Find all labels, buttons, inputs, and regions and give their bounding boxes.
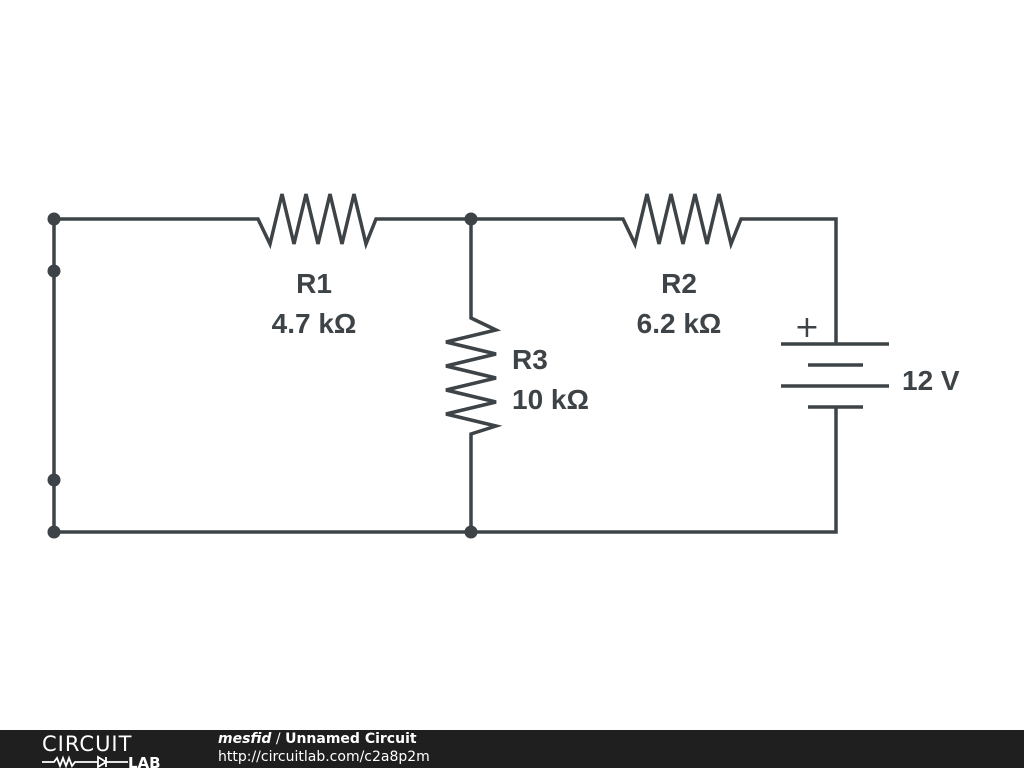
circuit-schematic: R1 4.7 kΩ R2 6.2 kΩ R3 10 kΩ + 12 V <box>47 193 960 539</box>
r1-value-label: 4.7 kΩ <box>272 308 357 339</box>
logo-resistor-diode-icon <box>42 755 128 768</box>
node-dot <box>47 264 61 278</box>
node-dot <box>47 525 61 539</box>
r2-value-label: 6.2 kΩ <box>637 308 722 339</box>
node-dot <box>47 212 61 226</box>
separator: / <box>271 731 286 747</box>
r3-resistor <box>445 219 503 532</box>
footer-bar: CIRCUIT LAB mesfid / Unnamed Circuit htt… <box>0 730 1024 768</box>
logo-circuit-text: CIRCUIT <box>42 732 132 756</box>
top-wire <box>54 193 838 344</box>
circuit-attribution: mesfid / Unnamed Circuit <box>218 731 417 748</box>
battery-value-label: 12 V <box>902 365 960 396</box>
node-dot <box>464 525 478 539</box>
circuit-url[interactable]: http://circuitlab.com/c2a8p2m <box>218 749 430 765</box>
author-link[interactable]: mesfid <box>218 731 272 747</box>
bottom-wire <box>54 412 838 534</box>
circuitlab-logo[interactable]: CIRCUIT LAB <box>40 732 180 768</box>
r3-name-label: R3 <box>512 344 548 375</box>
logo-lab-text: LAB <box>128 754 161 768</box>
battery-symbol <box>781 342 889 412</box>
r3-value-label: 10 kΩ <box>512 384 589 415</box>
r2-name-label: R2 <box>661 268 697 299</box>
circuit-title[interactable]: Unnamed Circuit <box>285 731 417 747</box>
r1-name-label: R1 <box>296 268 332 299</box>
node-dot <box>464 212 478 226</box>
battery-plus-sign: + <box>794 310 819 345</box>
node-dot <box>47 473 61 487</box>
